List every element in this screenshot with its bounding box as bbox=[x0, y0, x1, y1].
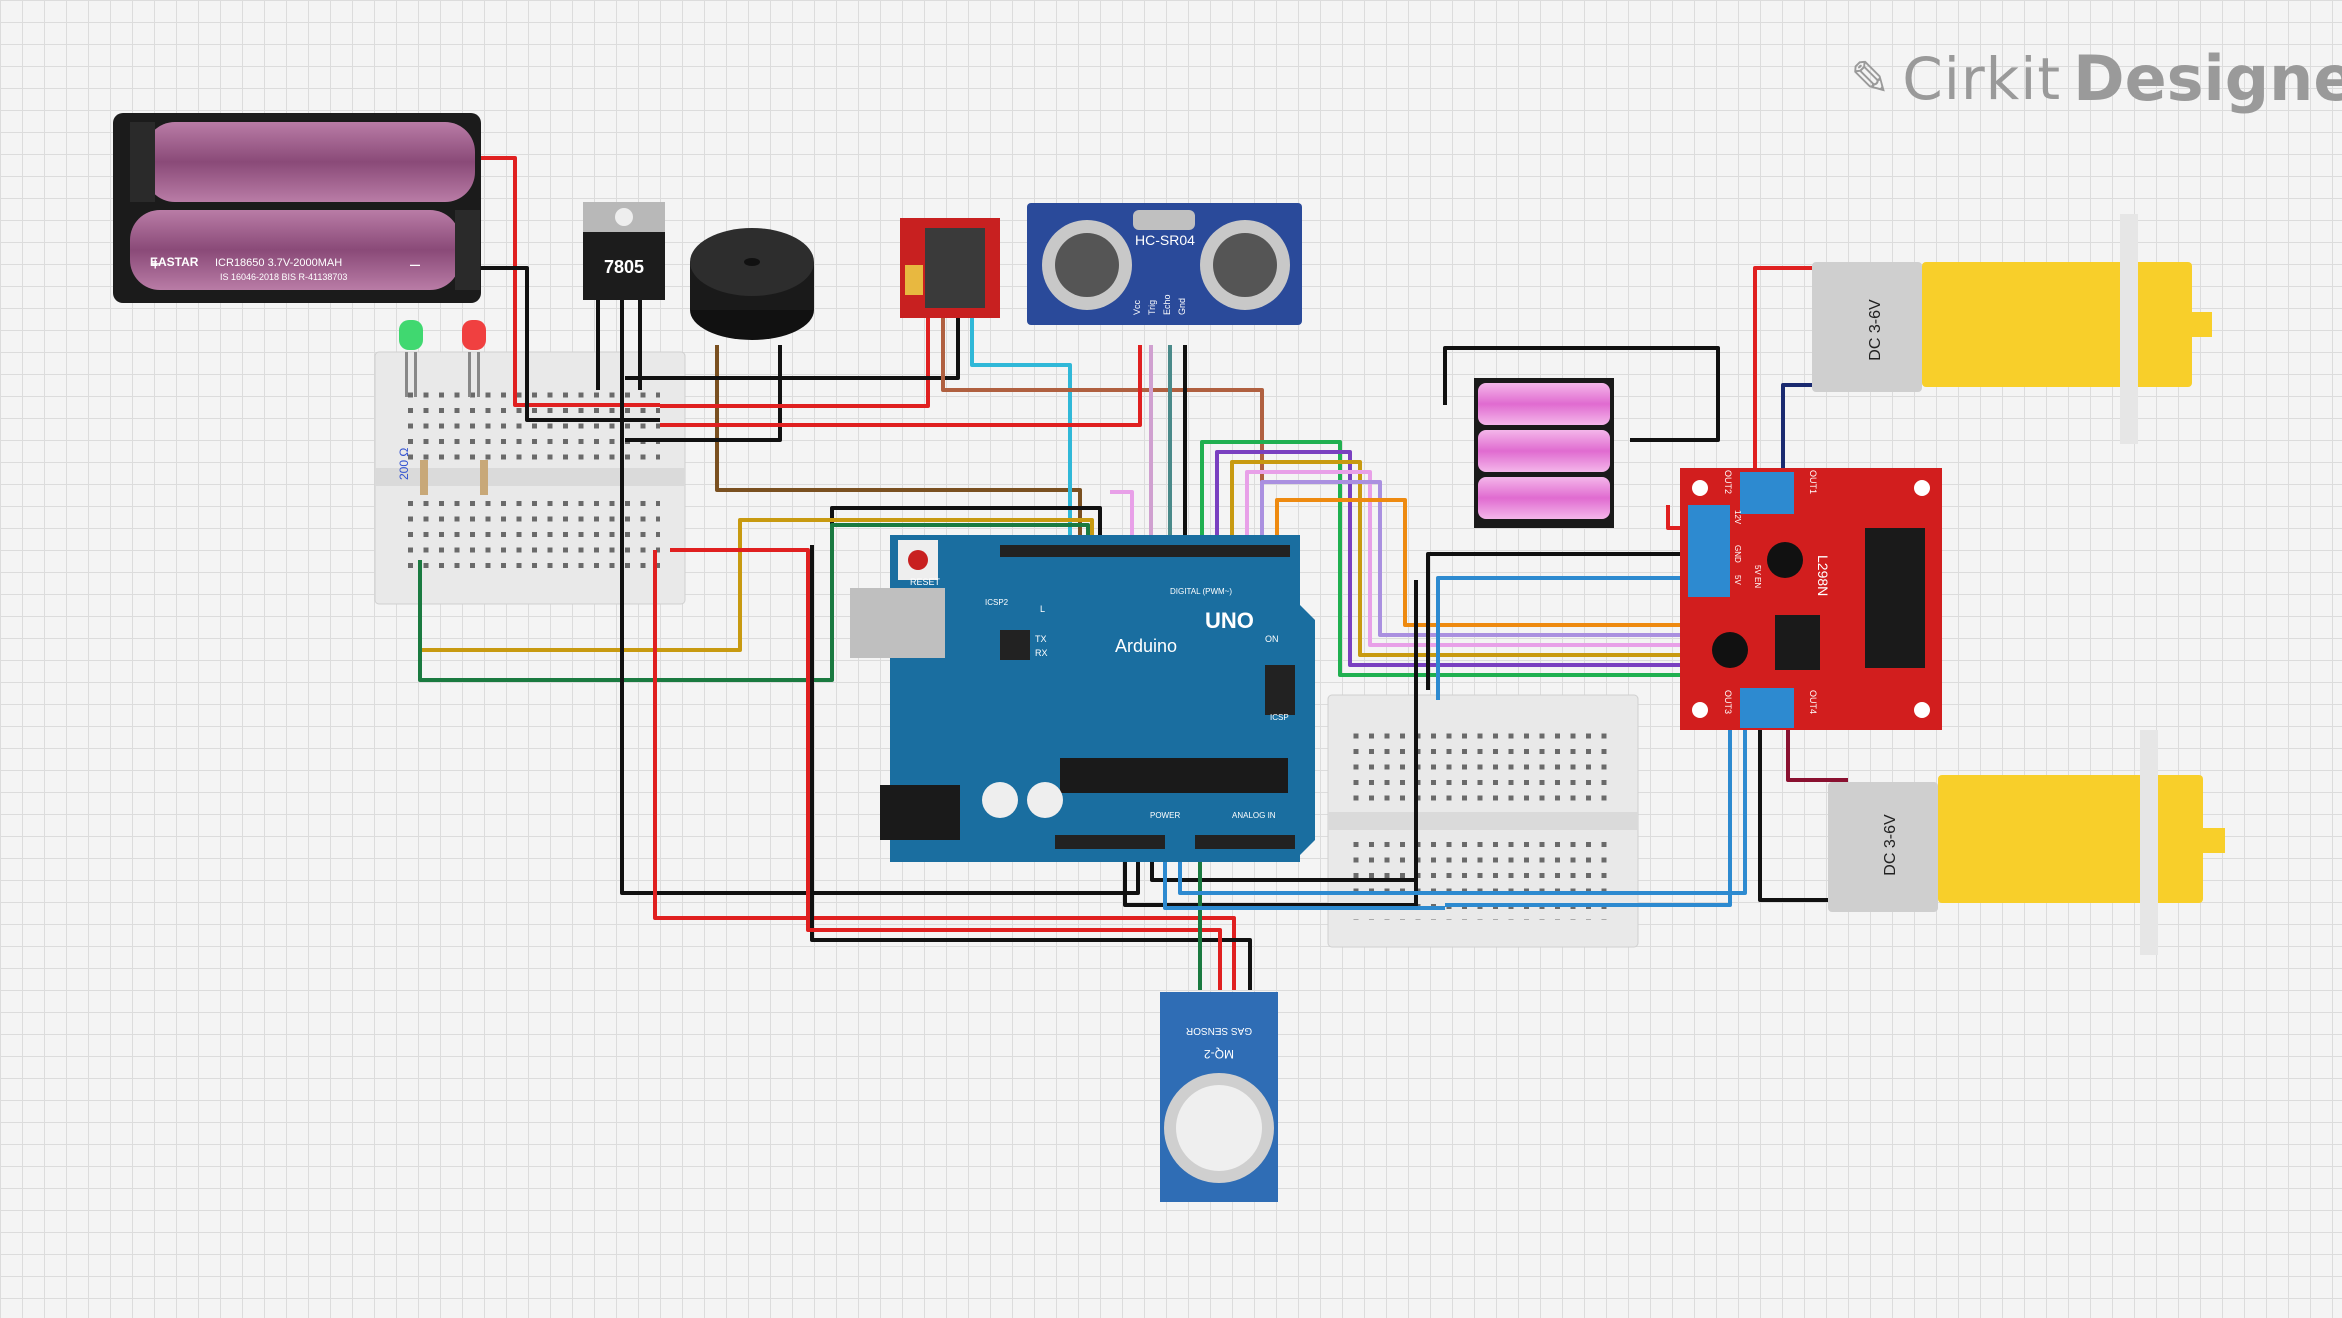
regulator-label: 7805 bbox=[604, 257, 644, 277]
arduino-icsp2-label: ICSP2 bbox=[985, 598, 1009, 607]
arduino-tx-label: TX bbox=[1035, 634, 1047, 644]
hcsr04-pin-trig: Trig bbox=[1147, 300, 1157, 315]
cirkit-logo: ✎ Cirkit Designer bbox=[1850, 42, 2342, 115]
driver-label: L298N bbox=[1815, 555, 1831, 596]
hcsr04-pin-gnd: Gnd bbox=[1177, 298, 1187, 315]
gsm-module[interactable] bbox=[900, 218, 1000, 318]
reset-button[interactable] bbox=[908, 550, 928, 570]
battery-minus-label: – bbox=[410, 254, 420, 274]
arduino-digital-label: DIGITAL (PWM~) bbox=[1170, 587, 1232, 596]
battery-brand: EASTAR bbox=[150, 255, 199, 269]
motor-bottom-label: DC 3-6V bbox=[1882, 814, 1899, 876]
battery-plus-label: + bbox=[150, 254, 161, 274]
driver-out3-label: OUT3 bbox=[1723, 690, 1733, 714]
driver-out4-label: OUT4 bbox=[1808, 690, 1818, 714]
breadboard-right[interactable] bbox=[1327, 694, 1639, 948]
logo-word-cirkit: Cirkit bbox=[1902, 44, 2062, 113]
battery-pack-3cell[interactable] bbox=[1474, 378, 1614, 528]
voltage-regulator-7805[interactable]: 7805 bbox=[583, 202, 665, 300]
battery-std: IS 16046-2018 BIS R-41138703 bbox=[220, 272, 347, 282]
arduino-uno[interactable]: RESET Arduino UNO DIGITAL (PWM~) POWER A… bbox=[850, 535, 1315, 862]
arduino-on-label: ON bbox=[1265, 634, 1279, 644]
led-red[interactable] bbox=[462, 320, 486, 397]
arduino-reset-label: RESET bbox=[910, 577, 941, 587]
resistor-1[interactable]: 200 Ω bbox=[397, 448, 428, 495]
hcsr04-pin-echo: Echo bbox=[1162, 294, 1172, 315]
driver-12v-label: 12V bbox=[1733, 510, 1742, 525]
driver-out2-label: OUT2 bbox=[1723, 470, 1733, 494]
buzzer[interactable] bbox=[690, 228, 814, 340]
arduino-power-label: POWER bbox=[1150, 811, 1180, 820]
ultrasonic-sensor-hcsr04[interactable]: HC-SR04 Vcc Trig Echo Gnd bbox=[1027, 203, 1302, 325]
gas-sensor-mq2[interactable]: GAS SENSOR MQ-2 bbox=[1160, 992, 1278, 1202]
battery-pack-2cell[interactable]: EASTAR ICR18650 3.7V-2000MAH IS 16046-20… bbox=[113, 113, 481, 303]
driver-gnd-label: GND bbox=[1733, 545, 1742, 563]
arduino-l-label: L bbox=[1040, 604, 1045, 614]
ultrasonic-label: HC-SR04 bbox=[1135, 232, 1195, 248]
motor-top-label: DC 3-6V bbox=[1867, 299, 1884, 361]
breadboard-left[interactable] bbox=[374, 351, 686, 605]
gas-sensor-title: GAS SENSOR bbox=[1186, 1025, 1252, 1036]
arduino-analog-label: ANALOG IN bbox=[1232, 811, 1276, 820]
arduino-rx-label: RX bbox=[1035, 648, 1048, 658]
dc-motor-bottom[interactable]: DC 3-6V bbox=[1828, 730, 2225, 955]
hcsr04-pin-vcc: Vcc bbox=[1132, 299, 1142, 315]
driver-en-label: 5V EN bbox=[1753, 565, 1762, 588]
logo-word-designer: Designer bbox=[2073, 42, 2342, 115]
wires bbox=[418, 156, 1848, 990]
resistor-2[interactable] bbox=[480, 460, 488, 495]
battery-spec: ICR18650 3.7V-2000MAH bbox=[215, 257, 342, 269]
pen-icon: ✎ bbox=[1850, 52, 1891, 106]
led-green[interactable] bbox=[399, 320, 423, 397]
motor-driver-l298n[interactable]: L298N OUT2 OUT1 12V GND 5V 5V EN OUT3 OU… bbox=[1680, 468, 1942, 730]
resistor-label: 200 Ω bbox=[397, 448, 411, 480]
arduino-brand: Arduino bbox=[1115, 636, 1177, 656]
driver-out1-label: OUT1 bbox=[1808, 470, 1818, 494]
gas-sensor-model: MQ-2 bbox=[1204, 1047, 1234, 1061]
driver-5v-label: 5V bbox=[1733, 575, 1742, 585]
dc-motor-top[interactable]: DC 3-6V bbox=[1812, 214, 2212, 444]
arduino-icsp-label: ICSP bbox=[1270, 713, 1289, 722]
arduino-model: UNO bbox=[1205, 608, 1254, 633]
